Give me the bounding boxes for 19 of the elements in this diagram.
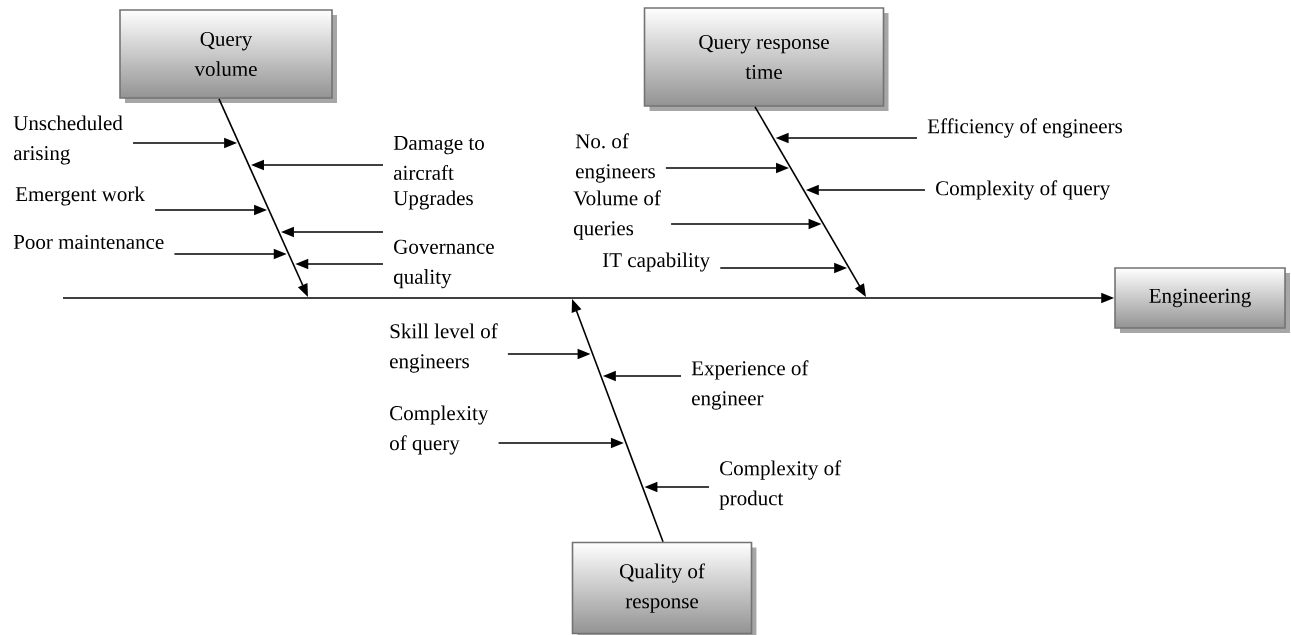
cause-label: Governance quality <box>393 239 494 289</box>
cause-label: Complexity of query <box>390 405 489 455</box>
cause-label: Complexity of product <box>719 460 842 510</box>
cause-label: No. of engineers <box>575 133 655 183</box>
cause-label: Volume of queries <box>573 190 661 240</box>
cause-label: Experience of engineer <box>691 360 809 410</box>
cause-label: Complexity of query <box>936 180 1111 200</box>
category-box: Query volume <box>119 9 337 103</box>
cause-label: Damage to aircraft <box>393 136 484 180</box>
category-box: Quality of response <box>571 541 757 635</box>
cause-label: Skill level of engineers <box>390 323 498 373</box>
category-box: Engineering <box>1114 267 1290 333</box>
cause-label: IT capability <box>602 252 710 272</box>
category-box: Query response time <box>643 7 889 111</box>
cause-label: Unscheduled arising <box>13 115 123 165</box>
cause-label: Efficiency of engineers <box>927 118 1122 138</box>
cause-label: Upgrades <box>393 190 473 210</box>
cause-label: Emergent work <box>15 186 145 206</box>
cause-label: Poor maintenance <box>13 234 164 250</box>
